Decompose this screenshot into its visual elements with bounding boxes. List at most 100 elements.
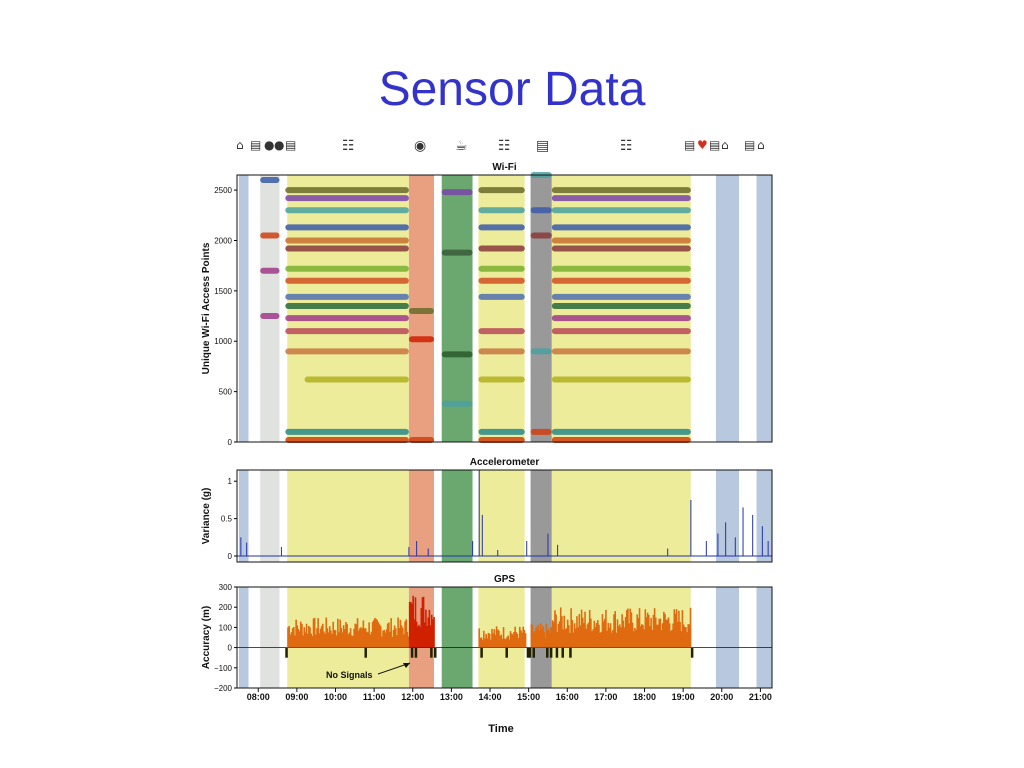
gps-bar	[417, 626, 419, 648]
gps-bar	[410, 602, 412, 648]
gps-bar	[301, 624, 303, 648]
gps-bar	[607, 622, 610, 648]
gps-bar	[687, 624, 690, 648]
gps-bar	[637, 618, 640, 648]
ap-track	[478, 245, 525, 252]
ap-track	[478, 265, 525, 272]
background-band	[756, 587, 772, 688]
gps-bar	[400, 625, 403, 648]
heart-icon: ♥	[697, 138, 708, 152]
gps-bar	[408, 601, 411, 648]
ap-track	[260, 177, 280, 184]
home-icon: ⌂	[757, 138, 765, 152]
gps-bar	[565, 628, 568, 648]
gps-bar	[420, 608, 423, 648]
gps-bar	[512, 634, 514, 648]
background-band	[524, 587, 531, 688]
gps-bar	[313, 617, 316, 648]
gps-bar	[430, 614, 433, 648]
x-tick-label: 08:00	[247, 692, 270, 702]
accelerometer-frame	[236, 469, 773, 563]
gps-bar	[339, 619, 341, 648]
gps-bar	[621, 614, 623, 648]
gps-bar	[287, 627, 289, 648]
gps-bar	[348, 632, 351, 648]
gps-bar	[354, 623, 357, 648]
background-band	[279, 470, 288, 562]
ap-track	[551, 277, 691, 284]
gps-bar	[510, 633, 513, 648]
gps-bar	[330, 630, 332, 648]
y-tick-label: 500	[219, 388, 233, 397]
gps-bar	[432, 619, 434, 648]
ap-track	[551, 237, 691, 244]
ap-track	[285, 348, 409, 355]
no-signal-bar	[364, 647, 367, 658]
background-band	[279, 587, 288, 688]
gps-bar	[659, 618, 662, 648]
gps-bar	[315, 634, 317, 648]
gps-bar	[479, 637, 482, 648]
gps-bar	[296, 625, 299, 648]
ap-track	[441, 249, 473, 256]
person-icon: ●	[264, 138, 275, 152]
gps-bar	[627, 608, 629, 648]
no-signal-bar	[410, 647, 414, 658]
gps-bar	[631, 622, 634, 648]
gps-bar	[530, 623, 533, 648]
gps-bar	[498, 630, 500, 648]
car-icon: ▤	[285, 138, 297, 152]
no-signal-bar	[528, 647, 532, 658]
gps-bar	[671, 629, 673, 648]
background-band	[441, 470, 473, 562]
gps-bar	[623, 627, 626, 648]
gps-bar	[654, 617, 657, 648]
background-band	[524, 470, 531, 562]
no-signal-bar	[505, 647, 508, 658]
gps-bar	[428, 609, 431, 648]
gps-bar	[635, 629, 637, 648]
gps-bar	[418, 624, 420, 648]
gps-bar	[347, 634, 350, 648]
gps-bar	[555, 614, 557, 648]
gps-bar	[372, 620, 375, 648]
no-signal-bar	[434, 647, 437, 658]
background-band	[472, 470, 479, 562]
gps-bar	[571, 619, 574, 648]
annotation-arrowhead	[403, 663, 410, 668]
gps-bar	[350, 635, 353, 648]
gps-bar	[415, 621, 418, 648]
gps-bar	[588, 609, 591, 648]
gps-bar	[576, 616, 578, 648]
gps-bar	[500, 634, 503, 648]
gps-bar	[406, 631, 409, 648]
ap-track	[441, 351, 473, 358]
gps-bar	[583, 623, 585, 648]
gps-bar	[536, 626, 538, 648]
gps-bar	[328, 626, 331, 648]
gps-bar	[610, 632, 613, 648]
gps-bar	[488, 633, 491, 648]
gps-bar	[377, 622, 380, 648]
gps-bar	[412, 595, 414, 648]
gps-bar	[543, 632, 545, 648]
gps-bar	[304, 632, 307, 648]
gps-bar	[290, 632, 293, 648]
gps-bar	[648, 614, 650, 648]
gps-bar	[572, 632, 575, 648]
gps-bar	[357, 630, 360, 648]
gps-bar	[664, 613, 666, 648]
gps-bar	[650, 618, 652, 648]
gps-bar	[590, 618, 592, 648]
ap-track	[530, 428, 552, 435]
gps-bar	[651, 629, 654, 648]
gps-bar	[569, 632, 571, 648]
gps-bar	[478, 628, 481, 648]
ap-track	[551, 428, 691, 435]
gps-bar	[342, 625, 345, 648]
gps-bar	[324, 633, 326, 648]
gps-bar	[404, 621, 406, 648]
gps-bar	[556, 632, 559, 648]
gps-bar	[552, 621, 555, 648]
